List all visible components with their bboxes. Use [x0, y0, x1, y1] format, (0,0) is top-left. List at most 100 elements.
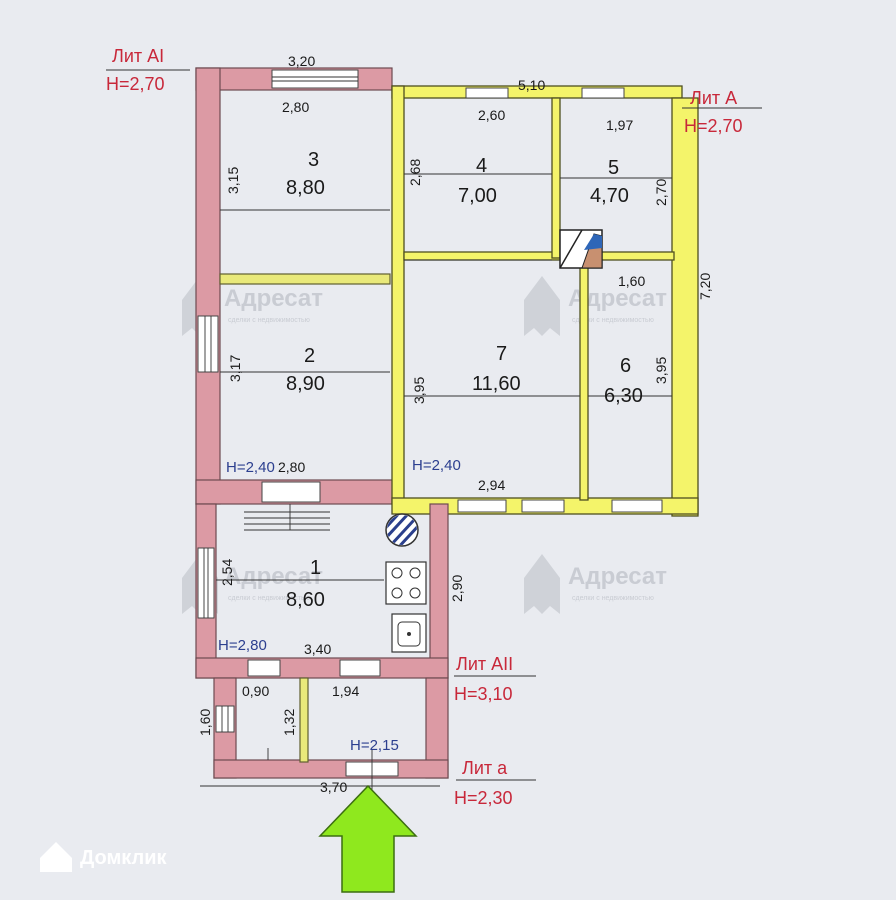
dim-label: 2,54	[219, 559, 235, 586]
partition	[299, 677, 309, 763]
room-1: 1 8,60	[286, 557, 325, 611]
room-2: 2 8,90	[286, 345, 325, 395]
height-label: H=2,40	[226, 459, 275, 476]
dim-label: 2,80	[278, 459, 305, 475]
label-lit-ai: Лит АI H=2,70	[106, 46, 165, 94]
window	[271, 69, 359, 89]
room-number: 1	[310, 557, 321, 579]
dim-label: 3,15	[225, 167, 241, 194]
room-area: 11,60	[472, 373, 521, 395]
ceiling-heights: H=2,40 H=2,40 H=2,80 H=2,15	[218, 457, 461, 754]
room-number: 6	[620, 355, 631, 377]
wall	[671, 97, 699, 517]
door	[339, 659, 381, 677]
room-7: 7 11,60	[472, 343, 521, 395]
entrance-arrow-icon	[318, 784, 418, 893]
window	[215, 705, 235, 733]
height-label: H=2,40	[412, 457, 461, 474]
room-5: 5 4,70	[590, 157, 629, 207]
height-label: H=2,80	[218, 637, 267, 654]
dimension-labels: 3,20 2,80 5,10 2,60 1,97 3,15 2,68 2,70 …	[197, 53, 713, 795]
wall	[195, 67, 221, 505]
partition	[551, 97, 561, 259]
room-area: 8,80	[286, 177, 325, 199]
room-area: 8,60	[286, 589, 325, 611]
lit-a-block	[391, 85, 699, 517]
lit-a-height: H=2,70	[684, 116, 743, 136]
lit-aii-name: Лит АII	[456, 654, 513, 674]
window	[521, 499, 565, 513]
dim-label: 3,40	[304, 641, 331, 657]
watermark-brand-text: Адресат	[568, 563, 667, 590]
watermark-house-icon	[524, 554, 560, 614]
lit-a-small-block	[213, 677, 449, 790]
height-label: H=2,15	[350, 737, 399, 754]
wall	[195, 657, 449, 679]
dim-label: 2,60	[478, 107, 505, 123]
lit-ai-block	[195, 67, 397, 505]
room-number: 3	[308, 149, 319, 171]
room-number: 5	[608, 157, 619, 179]
wall	[429, 503, 449, 679]
lit-a-name: Лит А	[690, 88, 737, 108]
lit-a-small-name: Лит а	[462, 758, 508, 778]
dim-label: 7,20	[697, 273, 713, 300]
watermark-mid-right: Адресат сделки с недвижимостью	[524, 554, 667, 614]
window	[457, 499, 507, 513]
wall	[213, 759, 449, 779]
room-3: 3 8,80	[286, 149, 325, 199]
room-number: 7	[496, 343, 507, 365]
dim-label: 2,90	[449, 575, 465, 602]
watermark-brand-text: Адресат	[224, 285, 323, 312]
dim-label: 0,90	[242, 683, 269, 699]
window	[611, 499, 663, 513]
lit-ai-height: H=2,70	[106, 74, 165, 94]
dim-label: 1,60	[197, 709, 213, 736]
boiler-icon	[385, 513, 419, 547]
dim-label: 2,80	[282, 99, 309, 115]
wall	[391, 85, 405, 505]
dim-label: 1,60	[618, 273, 645, 289]
partition	[219, 273, 391, 285]
window	[465, 87, 509, 99]
lit-aii-block	[195, 503, 449, 679]
watermark-tagline-text: сделки с недвижимостью	[228, 317, 310, 324]
window	[197, 315, 219, 373]
watermark-top-right: Адресат сделки с недвижимостью	[524, 276, 667, 336]
label-lit-aii: Лит АII H=3,10	[454, 654, 513, 704]
dim-label: 2,94	[478, 477, 505, 493]
window	[581, 87, 625, 99]
room-area: 7,00	[458, 185, 497, 207]
label-lit-a: Лит А H=2,70	[684, 88, 743, 136]
door	[261, 481, 321, 503]
dim-label: 3,95	[653, 357, 669, 384]
watermark-house-icon	[524, 276, 560, 336]
dim-label: 3,95	[411, 377, 427, 404]
room-labels: 3 8,80 4 7,00 5 4,70 2 8,90 7 11,60 6 6,…	[286, 149, 643, 611]
lit-aii-height: H=3,10	[454, 684, 513, 704]
dim-label: 5,10	[518, 77, 545, 93]
dim-label: 2,68	[407, 159, 423, 186]
door	[247, 659, 281, 677]
domclick-logo-text: Домклик	[80, 847, 167, 869]
watermark-brand-text: Адресат	[224, 563, 323, 590]
watermark-tagline-text: сделки с недвижимостью	[228, 595, 310, 602]
watermark-tagline-text: сделки с недвижимостью	[572, 595, 654, 602]
room-number: 2	[304, 345, 315, 367]
dimension-lines	[106, 69, 762, 787]
partition	[403, 251, 675, 261]
room-area: 6,30	[604, 385, 643, 407]
room-area: 8,90	[286, 373, 325, 395]
window	[197, 547, 215, 619]
dim-label: 3,20	[288, 53, 315, 69]
room-number: 4	[476, 155, 487, 177]
label-lit-a-small: Лит а H=2,30	[454, 758, 513, 808]
dim-label: 1,94	[332, 683, 359, 699]
dim-label: 3,70	[320, 779, 347, 795]
stove-icon	[385, 561, 427, 605]
partition	[579, 259, 589, 501]
lit-a-small-height: H=2,30	[454, 788, 513, 808]
dim-label: 2,70	[653, 179, 669, 206]
lit-ai-name: Лит АI	[112, 46, 164, 66]
